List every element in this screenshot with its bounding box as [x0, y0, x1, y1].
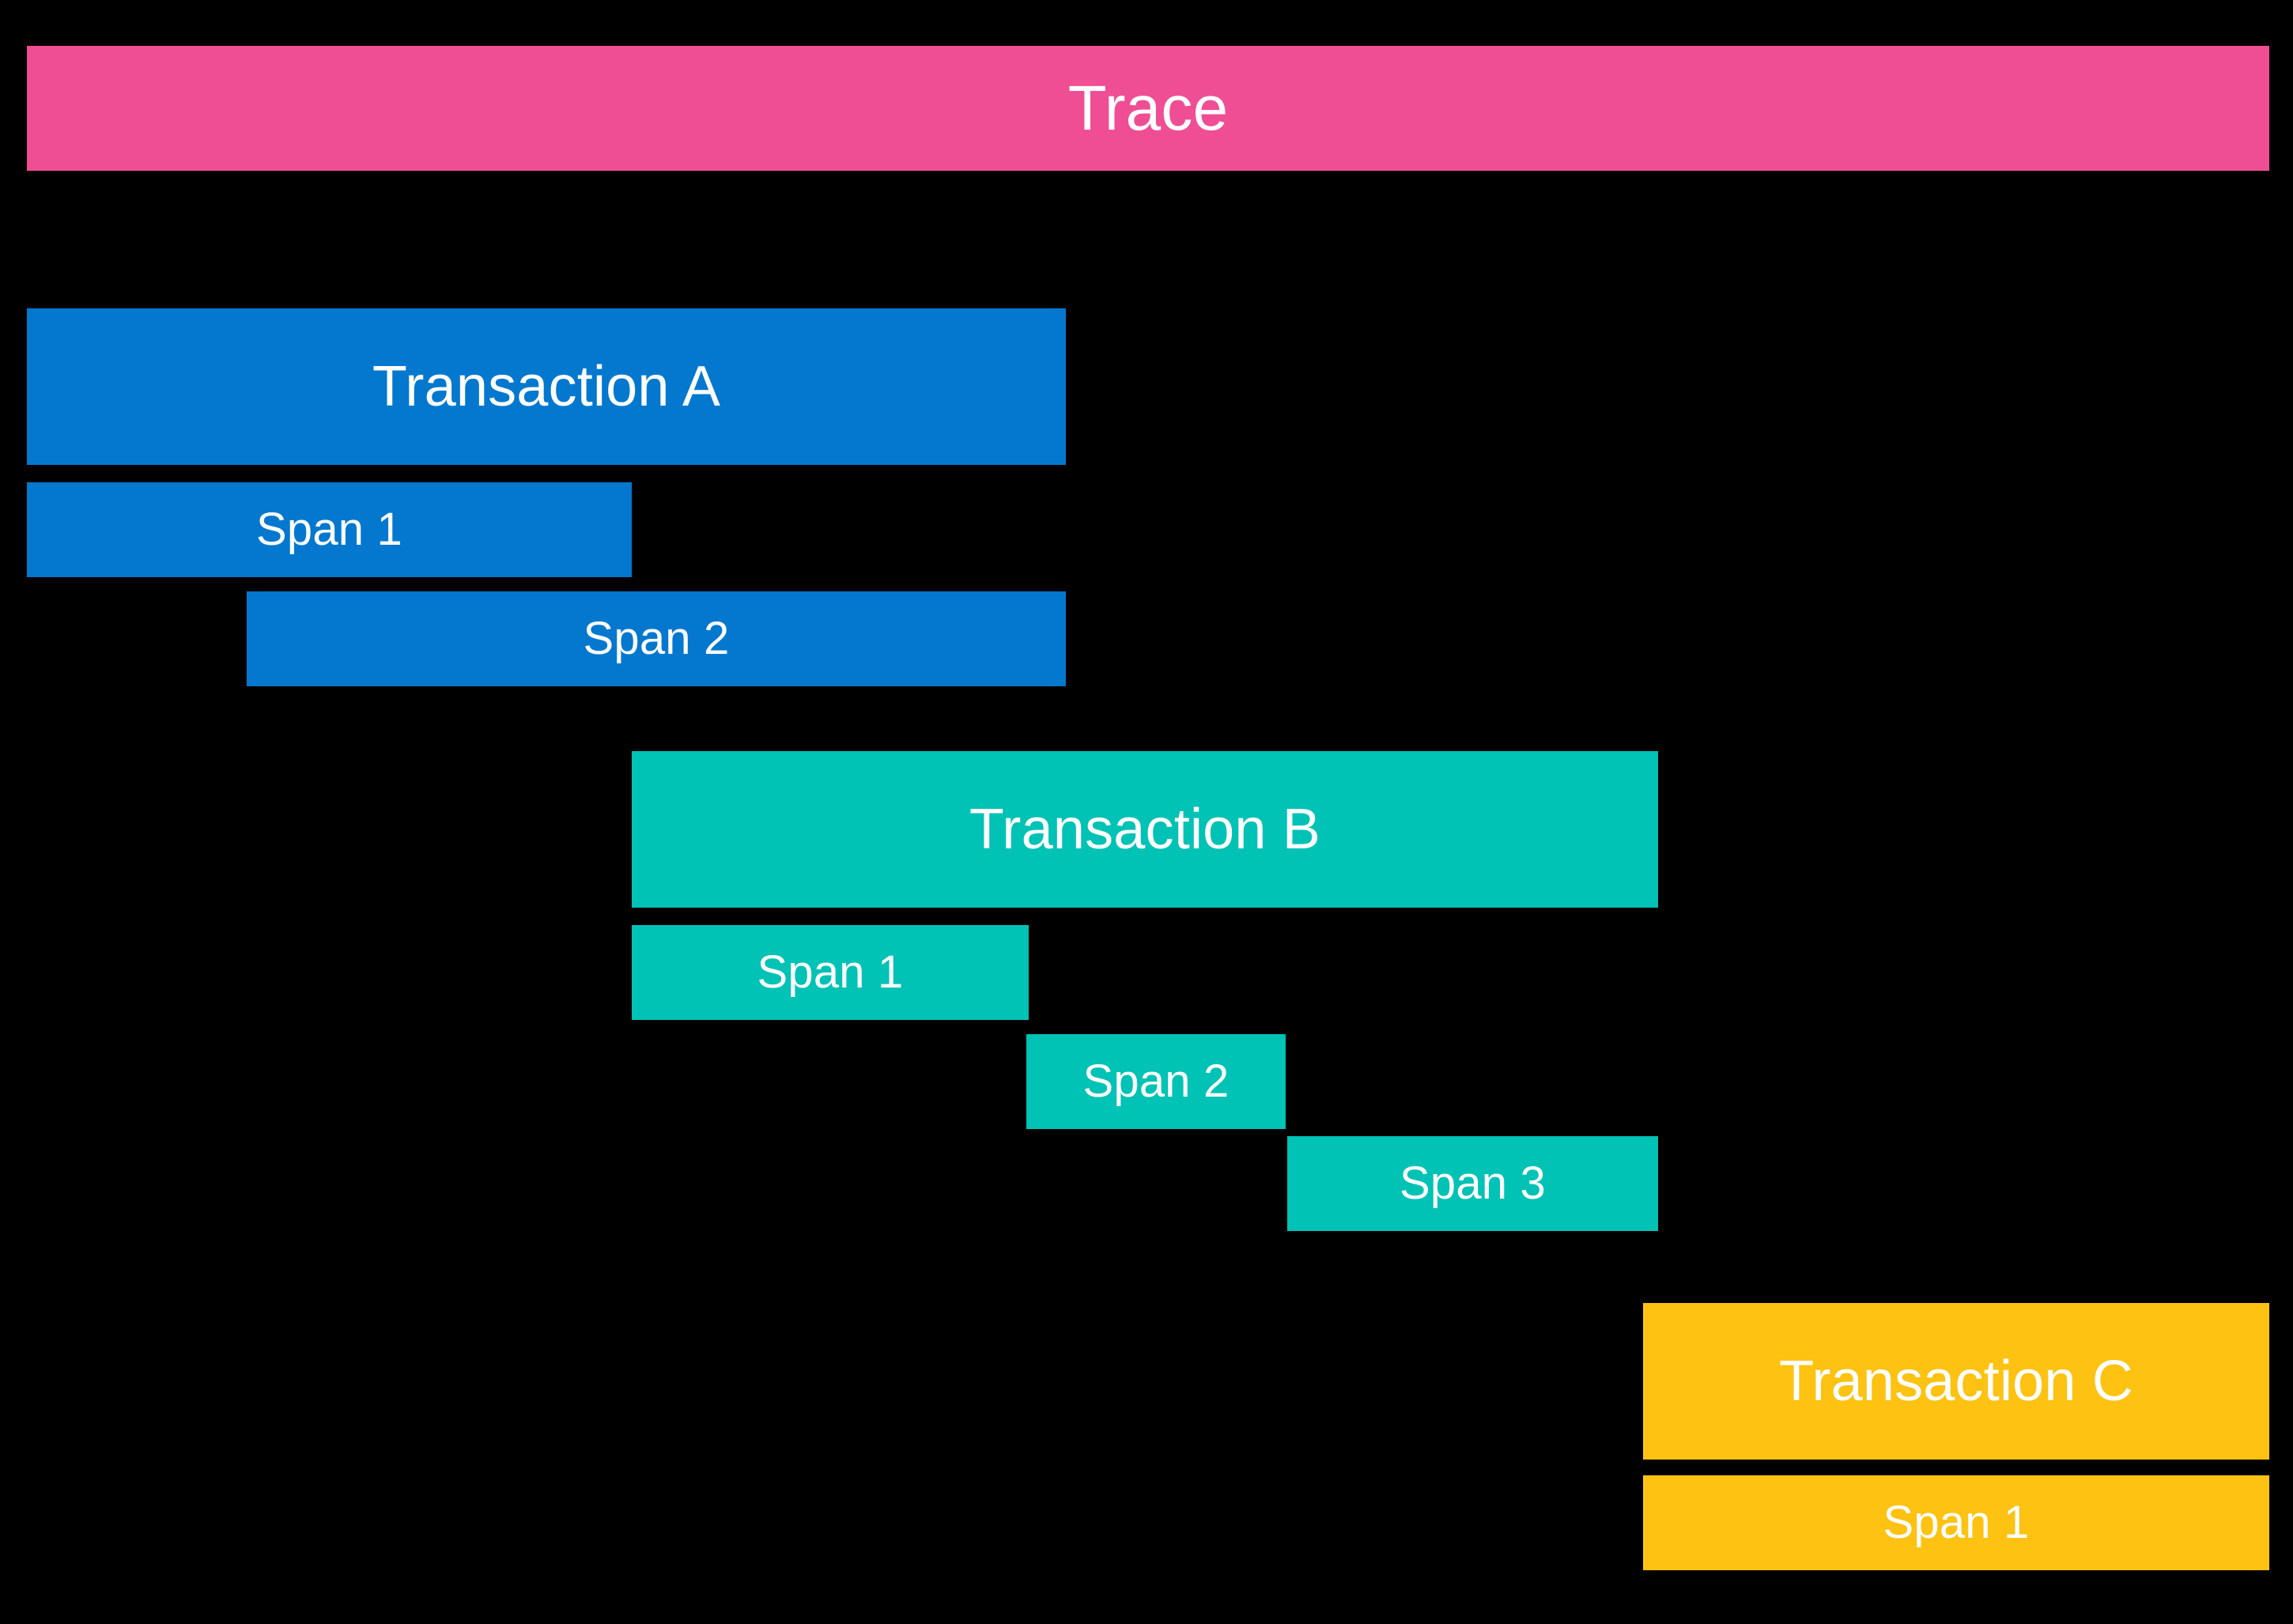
transaction-c-span-1-bar: Span 1: [1643, 1475, 2269, 1570]
transaction-a-bar: Transaction A: [27, 308, 1066, 465]
transaction-a-span-1-bar: Span 1: [27, 482, 632, 577]
transaction-a-span-1-label: Span 1: [255, 504, 403, 555]
transaction-b-label: Transaction B: [969, 798, 1321, 861]
transaction-b-bar: Transaction B: [632, 751, 1658, 908]
transaction-b-span-2-bar: Span 2: [1026, 1034, 1286, 1129]
transaction-b-span-3-bar: Span 3: [1287, 1136, 1658, 1231]
trace-bar-label: Trace: [1067, 73, 1229, 143]
transaction-b-span-3-label: Span 3: [1399, 1158, 1547, 1209]
transaction-a-span-2-label: Span 2: [583, 613, 730, 664]
transaction-b-span-2-label: Span 2: [1082, 1056, 1230, 1107]
transaction-a-label: Transaction A: [372, 355, 721, 418]
transaction-c-span-1-label: Span 1: [1883, 1497, 2030, 1548]
transaction-a-span-2-bar: Span 2: [247, 591, 1066, 686]
trace-bar: Trace: [27, 46, 2269, 171]
transaction-b-span-1-bar: Span 1: [632, 925, 1029, 1020]
transaction-b-span-1-label: Span 1: [757, 946, 904, 998]
transaction-c-label: Transaction C: [1778, 1350, 2134, 1413]
transaction-c-bar: Transaction C: [1643, 1303, 2269, 1460]
